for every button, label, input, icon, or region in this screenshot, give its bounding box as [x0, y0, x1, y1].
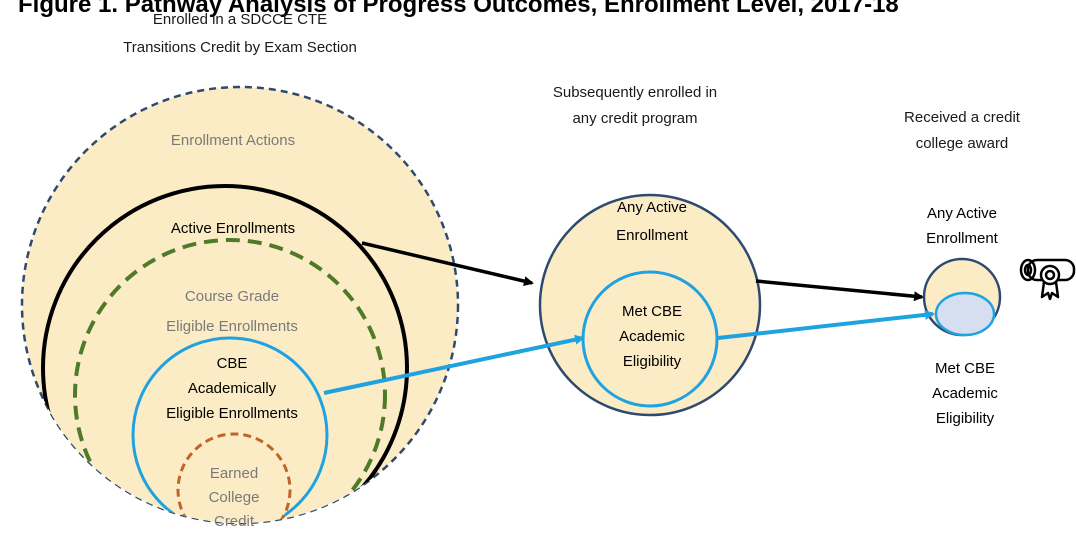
- earned-credit-label-line2: College: [209, 489, 260, 506]
- stage2-active-label-line2: Enrollment: [616, 227, 689, 244]
- stage3-active-label-line1: Any Active: [927, 205, 997, 222]
- arrow-cbe-stage2-to-stage3: [717, 309, 935, 340]
- enrollment-actions-label: Enrollment Actions: [171, 132, 295, 149]
- stage2-met-cbe-label-line1: Met CBE: [622, 303, 682, 320]
- arrows: [323, 241, 935, 395]
- col2-heading: Subsequently enrolled in any credit prog…: [553, 84, 717, 127]
- earned-credit-circle: [176, 432, 292, 523]
- cbe-eligible-label-line1: CBE: [217, 355, 248, 372]
- stage3-met-cbe-circle: [934, 291, 996, 337]
- earned-credit-label-line1: Earned: [210, 465, 258, 482]
- stage2-met-cbe-label-line2: Academic: [619, 328, 685, 345]
- cbe-eligible-label-line2: Academically: [188, 380, 277, 397]
- arrow-active-stage2-to-stage3: [755, 279, 924, 302]
- earned-credit-label-line3: Credit: [214, 513, 255, 530]
- stage2-met-cbe-label-line3: Eligibility: [623, 353, 682, 370]
- col3-heading: Received a credit college award: [904, 109, 1021, 152]
- col3-heading-line2: college award: [916, 135, 1009, 152]
- figure-title-text: Figure 1. Pathway Analysis of Progress O…: [18, 0, 899, 18]
- arrow-active-to-stage2: [361, 241, 534, 287]
- col1-heading-line2: Transitions Credit by Exam Section: [123, 39, 357, 56]
- figure-title: Figure 1. Pathway Analysis of Progress O…: [18, 0, 899, 18]
- stage3-met-cbe-label-line3: Eligibility: [936, 410, 995, 427]
- course-grade-label-line1: Course Grade: [185, 288, 279, 305]
- diploma-icon: [1019, 258, 1076, 301]
- stage2-circles: Any Active Enrollment Met CBE Academic E…: [538, 193, 762, 417]
- col2-heading-line2: any credit program: [572, 110, 697, 127]
- col1-heading: Enrolled in a SDCCE CTE Transitions Cred…: [123, 11, 357, 56]
- course-grade-label-line2: Eligible Enrollments: [166, 318, 298, 335]
- col3-heading-line1: Received a credit: [904, 109, 1021, 126]
- col2-heading-line1: Subsequently enrolled in: [553, 84, 717, 101]
- col1-heading-line1: Enrolled in a SDCCE CTE: [153, 11, 327, 28]
- stage3-active-label-line2: Enrollment: [926, 230, 999, 247]
- arrow-cbe-to-stage2: [323, 334, 585, 395]
- stage2-active-label-line1: Any Active: [617, 199, 687, 216]
- stage1-circles: Enrollment Actions Active Enrollments Co…: [20, 85, 460, 530]
- stage3-circles: Any Active Enrollment Met CBE Academic E…: [922, 205, 1002, 427]
- stage3-met-cbe-label-line1: Met CBE: [935, 360, 995, 377]
- stage3-met-cbe-label-line2: Academic: [932, 385, 998, 402]
- active-enrollments-label: Active Enrollments: [171, 220, 295, 237]
- cbe-eligible-label-line3: Eligible Enrollments: [166, 405, 298, 422]
